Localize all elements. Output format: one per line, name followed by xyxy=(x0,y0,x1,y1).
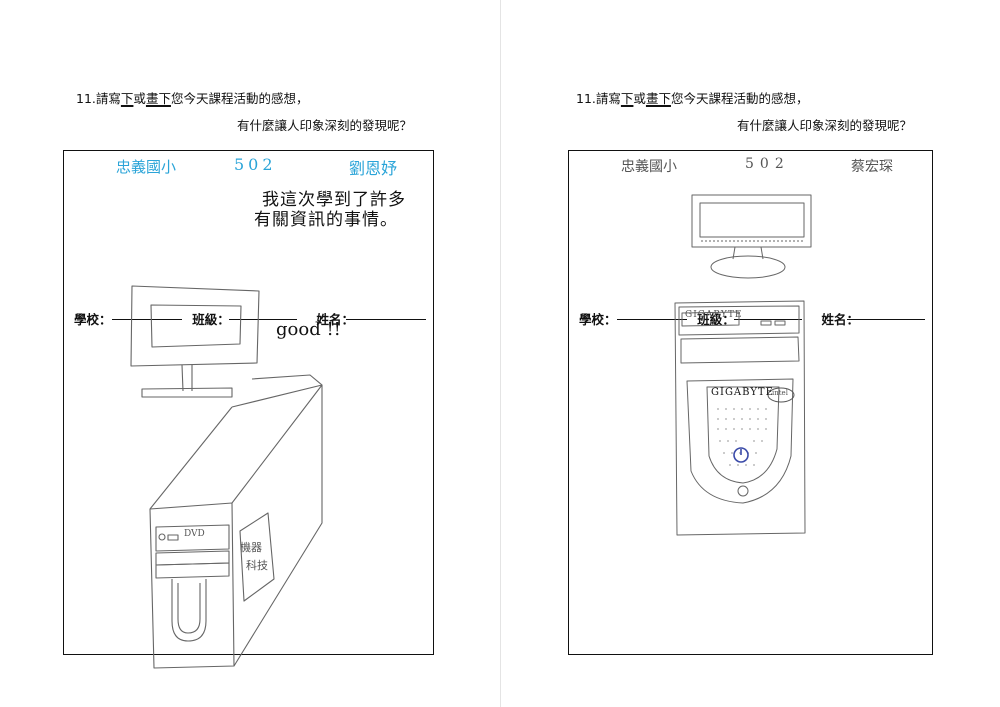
school-value: 忠義國小 xyxy=(116,158,177,176)
side-sticker xyxy=(239,512,275,602)
monitor-stand xyxy=(732,246,764,260)
brand-plate xyxy=(681,311,740,327)
class-field-line xyxy=(734,319,802,320)
monitor-base xyxy=(710,255,786,279)
answer-box: 學校： 班級： 姓名： 忠義國小 502 蔡宏琛 xyxy=(568,150,933,655)
school-label: 學校： xyxy=(74,312,112,327)
front-grille xyxy=(686,378,794,504)
name-value: 劉恩妤 xyxy=(349,159,398,178)
page-divider xyxy=(500,0,501,707)
led xyxy=(167,534,179,541)
monitor-screen xyxy=(699,202,805,238)
question-text: 或 xyxy=(633,91,646,106)
power-button xyxy=(158,533,166,541)
class-label: 班級： xyxy=(192,312,230,327)
question-text: 您今天課程活動的感想， xyxy=(670,91,809,106)
tower-front xyxy=(149,502,235,669)
button-slot xyxy=(760,320,772,326)
sticker-text-1: 機器 xyxy=(240,541,262,554)
class-field-line xyxy=(229,319,297,320)
class-value: 502 xyxy=(745,156,790,172)
power-button xyxy=(733,447,749,463)
question-text: 下 xyxy=(120,91,134,106)
optical-drive xyxy=(680,336,800,364)
grille-dots xyxy=(717,408,767,466)
question-text: 畫下 xyxy=(645,91,671,106)
drawing-note: good !! xyxy=(276,319,341,340)
question-text: 畫下 xyxy=(145,91,171,106)
computer-drawing xyxy=(674,194,812,536)
drive-label: DVD xyxy=(184,529,205,539)
tower-top xyxy=(231,374,323,408)
comment-line-2: 有關資訊的事情。 xyxy=(254,210,398,230)
worksheet-left: 11.請寫下或畫下您今天課程活動的感想， 有什麼讓人印象深刻的發現呢？ 學校： … xyxy=(63,88,434,669)
question-text: 請寫 xyxy=(595,91,621,106)
question-text: 請寫 xyxy=(95,91,121,106)
brand-top: GIGABYTE xyxy=(685,310,743,320)
front-grille xyxy=(171,579,207,642)
school-label: 學校： xyxy=(579,312,617,327)
intel-badge-outline xyxy=(767,387,795,403)
question-line-2: 有什麼讓人印象深刻的發現呢？ xyxy=(737,118,913,133)
comment-line-1: 我這次學到了許多 xyxy=(262,190,406,210)
monitor-outline xyxy=(691,194,812,248)
button-slot xyxy=(774,320,786,326)
school-field-line xyxy=(617,319,687,320)
sticker-text-2: 科技 xyxy=(246,559,268,572)
tower-outline xyxy=(674,300,806,536)
question-line-2: 有什麼讓人印象深刻的發現呢？ xyxy=(237,118,413,133)
question-line-1: 11.請寫下或畫下您今天課程活動的感想， xyxy=(76,88,308,107)
brand-front: GIGABYTE xyxy=(711,387,774,398)
monitor-stand xyxy=(181,364,193,392)
info-header: 學校： 班級： 姓名： xyxy=(74,309,354,328)
class-label: 班級： xyxy=(697,312,735,327)
name-field-line xyxy=(346,319,426,320)
power-ring xyxy=(737,485,749,497)
class-value: 502 xyxy=(234,155,277,174)
name-value: 蔡宏琛 xyxy=(851,159,893,175)
question-text: 或 xyxy=(133,91,146,106)
drive-bay xyxy=(155,524,230,552)
name-label: 姓名： xyxy=(316,312,354,327)
computer-drawing xyxy=(130,285,323,669)
answer-box: 學校： 班級： 姓名： 忠義國小 502 劉恩妤 我這次學到了許多 有關資訊的事… xyxy=(63,150,434,669)
intel-badge: intel xyxy=(772,389,788,397)
question-text: 下 xyxy=(620,91,634,106)
monitor-screen xyxy=(150,304,242,348)
name-label: 姓名： xyxy=(821,312,859,327)
top-panel xyxy=(678,305,800,336)
info-header: 學校： 班級： 姓名： xyxy=(579,309,859,328)
monitor-base xyxy=(141,387,233,398)
tower-side xyxy=(231,384,323,667)
drive-bay xyxy=(155,562,230,579)
tower-left-edge xyxy=(149,406,233,510)
monitor-outline xyxy=(130,285,260,367)
school-field-line xyxy=(112,319,182,320)
question-line-1: 11.請寫下或畫下您今天課程活動的感想， xyxy=(576,88,808,107)
name-field-line xyxy=(847,319,925,320)
question-text: 您今天課程活動的感想， xyxy=(170,91,309,106)
question-number: 11. xyxy=(76,91,96,106)
question-number: 11. xyxy=(576,91,596,106)
worksheet-right: 11.請寫下或畫下您今天課程活動的感想， 有什麼讓人印象深刻的發現呢？ 學校： … xyxy=(500,0,1000,707)
school-value: 忠義國小 xyxy=(621,159,677,175)
